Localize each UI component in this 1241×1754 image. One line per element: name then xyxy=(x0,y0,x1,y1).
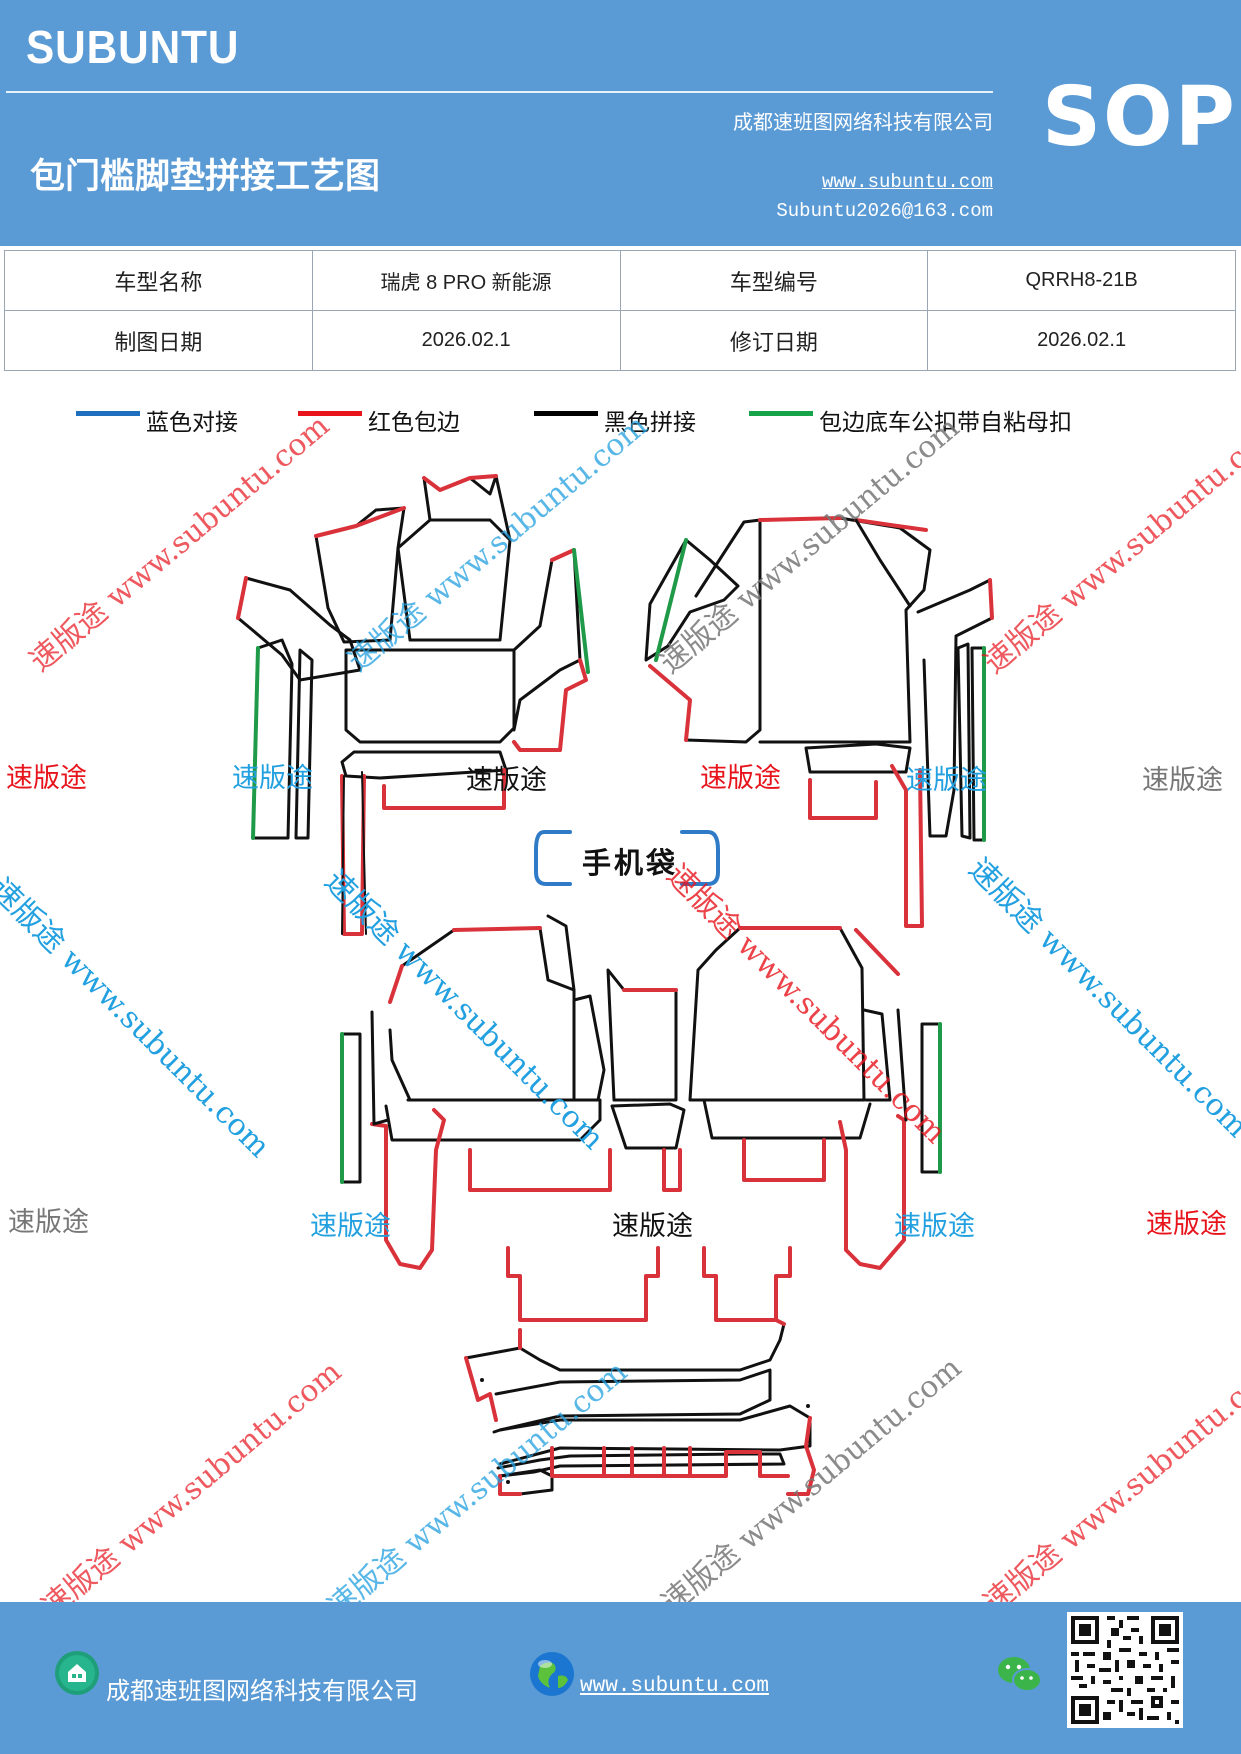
front-right-mat xyxy=(644,516,994,928)
watermark-logo: 速版途 xyxy=(1142,765,1223,796)
header-website-link[interactable]: www.subuntu.com xyxy=(821,171,993,193)
watermark-logo: 速版途 xyxy=(1146,1209,1227,1240)
legend-label: 黑色拼接 xyxy=(604,410,696,436)
sop-badge: SOP xyxy=(1042,70,1237,165)
footer-company: 成都速班图网络科技有限公司 xyxy=(106,1677,418,1705)
second-row-mat xyxy=(340,914,942,1270)
rear-mat xyxy=(464,1246,816,1496)
watermark-logo: 速版途 xyxy=(232,763,313,794)
legend-swatch xyxy=(76,410,140,416)
page-title: 包门槛脚垫拼接工艺图 xyxy=(30,157,381,197)
header-company: 成都速班图网络科技有限公司 xyxy=(733,110,993,134)
legend-label: 蓝色对接 xyxy=(146,410,238,436)
globe-icon xyxy=(530,1652,574,1696)
table-cell-value: 2026.02.1 xyxy=(311,310,621,371)
legend-item-blue: 蓝色对接 xyxy=(76,400,238,440)
watermark-logo: 速版途 xyxy=(6,763,87,794)
table-cell-value: QRRH8-21B xyxy=(927,250,1236,311)
legend-swatch xyxy=(298,410,362,416)
legend-item-black: 黑色拼接 xyxy=(534,400,696,440)
front-left-mat xyxy=(236,474,590,936)
table-cell-value: 2026.02.1 xyxy=(927,310,1236,371)
header-divider xyxy=(6,91,993,93)
table-cell-label: 修订日期 xyxy=(619,310,929,371)
watermark-logo: 速版途 xyxy=(8,1207,89,1238)
floor-mat-diagram xyxy=(236,474,994,1496)
watermark-logo: 速版途 xyxy=(894,1211,975,1242)
watermark-logo: 速版途 xyxy=(700,763,781,794)
table-cell-label: 车型名称 xyxy=(4,250,313,311)
legend-swatch xyxy=(749,410,813,416)
vehicle-info-table: 车型名称 瑞虎 8 PRO 新能源 车型编号 QRRH8-21B 制图日期 20… xyxy=(4,250,1236,371)
header-email[interactable]: Subuntu2026@163.com xyxy=(776,200,993,222)
footer-website-link[interactable]: www.subuntu.com xyxy=(580,1675,770,1698)
brand-logo: SUBUNTU xyxy=(26,21,240,73)
table-cell-label: 制图日期 xyxy=(4,310,313,371)
watermark-logo: 速版途 xyxy=(906,765,987,796)
phone-pocket xyxy=(534,830,720,886)
legend-swatch xyxy=(534,410,598,416)
table-row: 制图日期 2026.02.1 修订日期 2026.02.1 xyxy=(4,310,1236,371)
watermark-logo: 速版途 xyxy=(612,1211,693,1242)
qr-code[interactable] xyxy=(1066,1612,1184,1728)
header-band xyxy=(0,0,1241,246)
legend-item-green: 包边底车公扣带自粘母扣 xyxy=(749,400,1072,440)
table-row: 车型名称 瑞虎 8 PRO 新能源 车型编号 QRRH8-21B xyxy=(4,250,1236,311)
watermark-logo: 速版途 xyxy=(466,765,547,796)
color-legend: 蓝色对接 红色包边 黑色拼接 包边底车公扣带自粘母扣 xyxy=(0,400,1241,440)
table-cell-label: 车型编号 xyxy=(619,250,929,311)
legend-label: 红色包边 xyxy=(368,410,460,436)
building-icon xyxy=(55,1651,99,1695)
table-cell-value: 瑞虎 8 PRO 新能源 xyxy=(311,250,621,311)
legend-label: 包边底车公扣带自粘母扣 xyxy=(819,410,1072,436)
legend-item-red: 红色包边 xyxy=(298,400,460,440)
watermark-logo: 速版途 xyxy=(310,1211,391,1242)
phone-pocket-label: 手机袋 xyxy=(582,846,679,880)
wechat-icon xyxy=(998,1657,1042,1692)
